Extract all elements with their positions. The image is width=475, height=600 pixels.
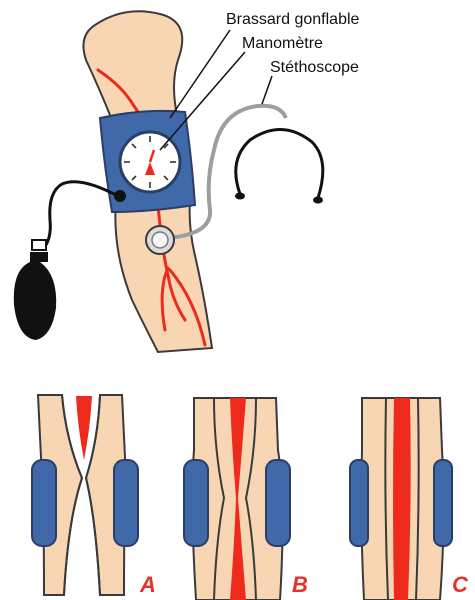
panel-a-artery — [76, 396, 92, 460]
manometer-icon — [120, 132, 180, 192]
panel-b: B — [184, 398, 308, 600]
manometer-label: Manomètre — [242, 35, 323, 52]
panel-b-letter: B — [292, 572, 308, 597]
panel-b-cuff-right — [266, 460, 290, 546]
arm-illustration: Brassard gonflable Manomètre Stéthoscope — [14, 11, 360, 352]
inflation-bulb-icon — [14, 240, 56, 340]
panel-a-cuff-right — [114, 460, 138, 546]
panel-c-cuff-right — [434, 460, 452, 546]
cuff-label: Brassard gonflable — [226, 11, 360, 28]
panel-c-artery — [393, 398, 411, 600]
panel-a: A — [32, 395, 156, 597]
inflation-tube — [42, 182, 118, 250]
panel-a-cuff-left — [32, 460, 56, 546]
panel-a-letter: A — [139, 572, 156, 597]
panel-b-cuff-left — [184, 460, 208, 546]
panel-c-cuff-left — [350, 460, 368, 546]
stethoscope-leader-line — [262, 76, 272, 104]
panel-c: C — [350, 398, 469, 600]
stethoscope-label: Stéthoscope — [270, 59, 359, 76]
panel-c-letter: C — [452, 572, 469, 597]
